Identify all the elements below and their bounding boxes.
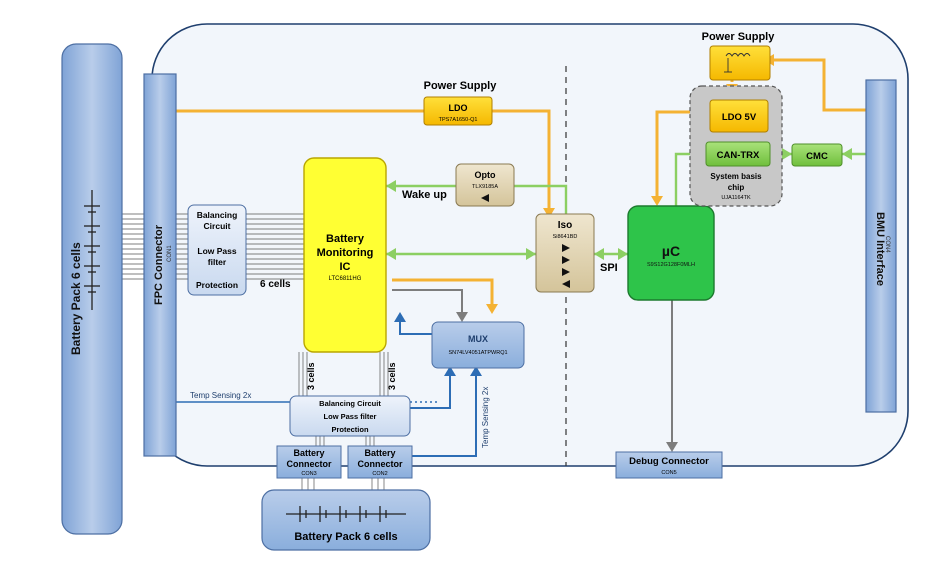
balancing-circuit-left: Balancing Circuit Low Pass filter Protec… — [187, 204, 247, 296]
mux: MUX SN74LV4051ATPWRQ1 — [431, 321, 525, 369]
iso-label: Iso — [558, 220, 572, 231]
balancing-left-line1: Balancing — [197, 210, 238, 220]
wake-up-label: Wake up — [402, 189, 447, 201]
battery-pack-bottom-label: Battery Pack 6 cells — [294, 531, 397, 543]
opto-direction-icon — [481, 194, 489, 202]
power-supply-left-title: Power Supply — [424, 80, 498, 92]
bms-ic-line2: Monitoring — [317, 247, 374, 259]
power-supply-right — [709, 45, 771, 81]
iso-arrow-icon-3 — [562, 268, 570, 276]
bmu-interface-sub: CON4 — [884, 236, 890, 253]
con3-line2: Connector — [287, 459, 332, 469]
fpc-connector-sub: CON1 — [167, 245, 173, 262]
balancing-left-line4: filter — [208, 257, 227, 267]
opto-part: TLX9185A — [472, 184, 498, 190]
mux-arrows — [394, 312, 482, 376]
cmc: CMC — [791, 143, 843, 167]
power-supply-right-title: Power Supply — [702, 31, 776, 43]
balancing-left-line3: Low Pass — [197, 246, 236, 256]
microcontroller: µC S9S12G128F0MLH — [627, 205, 715, 301]
mux-lines — [399, 318, 477, 457]
balancing-bottom-line2: Low Pass filter — [324, 412, 377, 421]
ldo-left-part: TPS7A1650-Q1 — [439, 117, 478, 123]
balancing-left-line5: Protection — [196, 280, 238, 290]
battery-cell-icons-bottom — [286, 506, 406, 522]
three-cells-right: 3 cells — [387, 362, 397, 390]
battery-connector-con2: Battery Connector CON2 — [347, 445, 413, 479]
iso-arrow-icon-2 — [562, 256, 570, 264]
iso-arrow-icon-4 — [562, 280, 570, 288]
iso-part: Si8641BD — [553, 234, 578, 240]
con3-line1: Battery — [293, 448, 324, 458]
isolator: Iso Si8641BD — [535, 213, 595, 293]
ldo-5v-label: LDO 5V — [722, 112, 757, 123]
opto-coupler: Opto TLX9185A — [455, 163, 515, 207]
fpc-connector-label: FPC Connector — [153, 224, 165, 305]
balancing-circuit-bottom: Balancing Circuit Low Pass filter Protec… — [289, 395, 411, 437]
system-basis-chip: LDO 5V CAN-TRX System basis chip UJA1164… — [689, 85, 783, 207]
fpc-connector: FPC Connector CON1 — [143, 73, 177, 457]
sbc-line1: System basis — [710, 172, 762, 181]
ldo-left: LDO TPS7A1650-Q1 — [423, 96, 493, 126]
battery-connector-con3: Battery Connector CON3 — [276, 445, 342, 479]
mcu-label: µC — [662, 243, 680, 259]
temp-sensing-bottom-label: Temp Sensing 2x — [481, 387, 490, 448]
spi-label: SPI — [600, 262, 618, 274]
sbc-part: UJA1164TK — [721, 195, 751, 201]
cmc-label: CMC — [806, 151, 828, 162]
con2-line1: Battery — [364, 448, 395, 458]
mux-part: SN74LV4051ATPWRQ1 — [448, 350, 507, 356]
debug-connector-label: Debug Connector — [629, 456, 709, 467]
bmu-interface-label: BMU Interface — [874, 212, 886, 286]
mcu-part: S9S12G128F0MLH — [647, 262, 695, 268]
battery-pack-bottom: Battery Pack 6 cells — [261, 489, 431, 551]
bms-ic-part: LTC6811HG — [329, 276, 362, 282]
gray-lines — [392, 289, 673, 446]
temp-sensing-left-label: Temp Sensing 2x — [190, 391, 251, 400]
bottom-cell-wires — [298, 352, 389, 490]
six-cells-label: 6 cells — [260, 279, 291, 290]
battery-cell-icons-left — [84, 190, 100, 310]
housing-outline — [151, 23, 909, 467]
debug-connector-sub: CON5 — [661, 470, 676, 476]
balancing-bottom-line1: Balancing Circuit — [319, 399, 381, 408]
battery-pack-left: Battery Pack 6 cells — [61, 43, 123, 535]
balancing-bottom-line3: Protection — [331, 425, 369, 434]
inductor-icon — [724, 53, 751, 73]
mux-label: MUX — [468, 334, 488, 344]
opto-label: Opto — [475, 170, 496, 180]
bms-ic-line1: Battery — [326, 233, 365, 245]
battery-monitoring-ic: Battery Monitoring IC LTC6811HG — [303, 157, 387, 353]
bmu-interface: BMU Interface CON4 — [865, 79, 897, 413]
can-trx-label: CAN-TRX — [717, 150, 760, 161]
gray-arrows — [456, 312, 678, 452]
ldo-left-label: LDO — [449, 103, 468, 113]
sbc-line2: chip — [728, 183, 745, 192]
balancing-left-line2: Circuit — [204, 221, 231, 231]
con2-line2: Connector — [358, 459, 403, 469]
con3-sub: CON3 — [301, 471, 316, 477]
con2-sub: CON2 — [372, 471, 387, 477]
three-cells-left: 3 cells — [306, 362, 316, 390]
iso-arrow-icon-1 — [562, 244, 570, 252]
debug-connector: Debug Connector CON5 — [615, 451, 723, 479]
battery-pack-left-label: Battery Pack 6 cells — [69, 242, 83, 355]
bms-ic-line3: IC — [340, 261, 351, 273]
